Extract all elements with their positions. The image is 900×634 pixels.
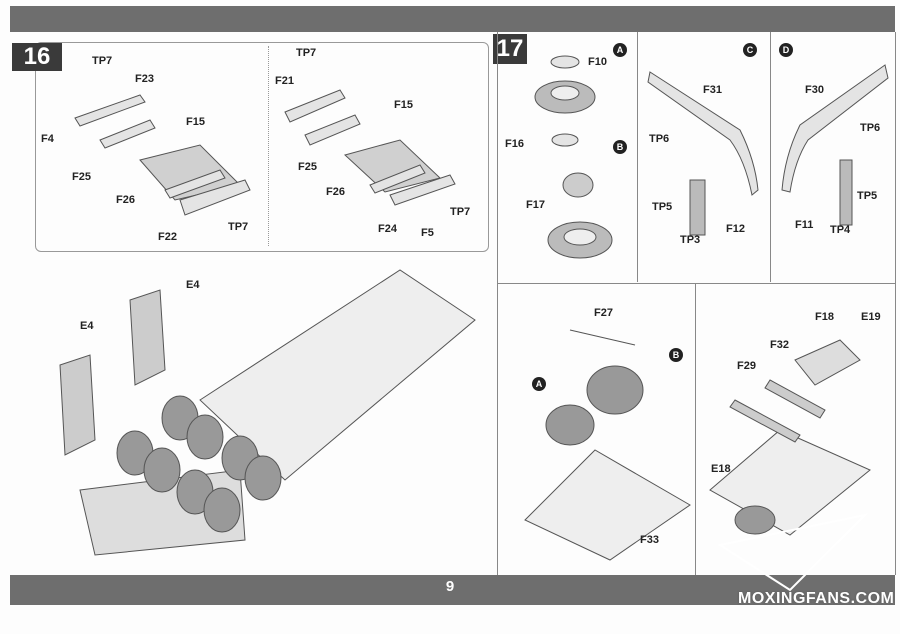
step17-number: 17 bbox=[493, 34, 527, 64]
label: E4 bbox=[80, 320, 94, 332]
crossmember-f26 bbox=[164, 169, 226, 199]
label: TP3 bbox=[680, 234, 701, 246]
label: F18 bbox=[815, 311, 834, 323]
crossmember-f23 bbox=[74, 94, 146, 127]
label: TP4 bbox=[830, 224, 851, 236]
label: TP7 bbox=[92, 55, 113, 67]
step16-divider bbox=[268, 46, 270, 246]
marker-b: B bbox=[613, 140, 627, 154]
label: TP7 bbox=[296, 47, 317, 59]
label: F30 bbox=[805, 84, 824, 96]
bottom-banner bbox=[10, 575, 895, 605]
divider bbox=[695, 283, 696, 575]
step16-panel bbox=[35, 42, 489, 252]
divider bbox=[497, 32, 498, 575]
label: F12 bbox=[726, 223, 745, 235]
marker-c: C bbox=[743, 43, 757, 57]
label: F17 bbox=[526, 199, 545, 211]
label: F11 bbox=[795, 219, 814, 231]
label: F21 bbox=[275, 75, 294, 87]
marker-a: A bbox=[532, 377, 546, 391]
label: F31 bbox=[703, 84, 722, 96]
label: F26 bbox=[116, 194, 135, 206]
watermark: MOXINGFANS.COM bbox=[738, 590, 895, 607]
label: TP6 bbox=[860, 122, 881, 134]
step16-number: 16 bbox=[12, 43, 62, 71]
label: F24 bbox=[378, 223, 397, 235]
label: F33 bbox=[640, 534, 659, 546]
page-number: 9 bbox=[445, 578, 455, 595]
crossmember-f25 bbox=[99, 119, 156, 149]
label: F25 bbox=[72, 171, 91, 183]
label: TP7 bbox=[228, 221, 249, 233]
label: F25 bbox=[298, 161, 317, 173]
label: F16 bbox=[505, 138, 524, 150]
label: F10 bbox=[588, 56, 607, 68]
top-banner bbox=[10, 6, 895, 32]
crossmember-f22 bbox=[179, 179, 251, 216]
label: F29 bbox=[737, 360, 756, 372]
divider bbox=[637, 32, 638, 282]
divider bbox=[497, 283, 895, 284]
label: TP5 bbox=[857, 190, 878, 202]
label: F15 bbox=[186, 116, 205, 128]
label: F15 bbox=[394, 99, 413, 111]
marker-a: A bbox=[613, 43, 627, 57]
marker-d: D bbox=[779, 43, 793, 57]
divider bbox=[895, 32, 896, 575]
label: F4 bbox=[41, 133, 54, 145]
label: TP5 bbox=[652, 201, 673, 213]
marker-b: B bbox=[669, 348, 683, 362]
label: F23 bbox=[135, 73, 154, 85]
label: TP6 bbox=[649, 133, 670, 145]
label: F27 bbox=[594, 307, 613, 319]
label: E4 bbox=[186, 279, 200, 291]
plane-logo-icon bbox=[717, 513, 869, 592]
label: F5 bbox=[421, 227, 434, 239]
label: F22 bbox=[158, 231, 177, 243]
label: E18 bbox=[711, 463, 731, 475]
label: F26 bbox=[326, 186, 345, 198]
label: F32 bbox=[770, 339, 789, 351]
label: TP7 bbox=[450, 206, 471, 218]
divider bbox=[770, 32, 771, 282]
label: E19 bbox=[861, 311, 881, 323]
